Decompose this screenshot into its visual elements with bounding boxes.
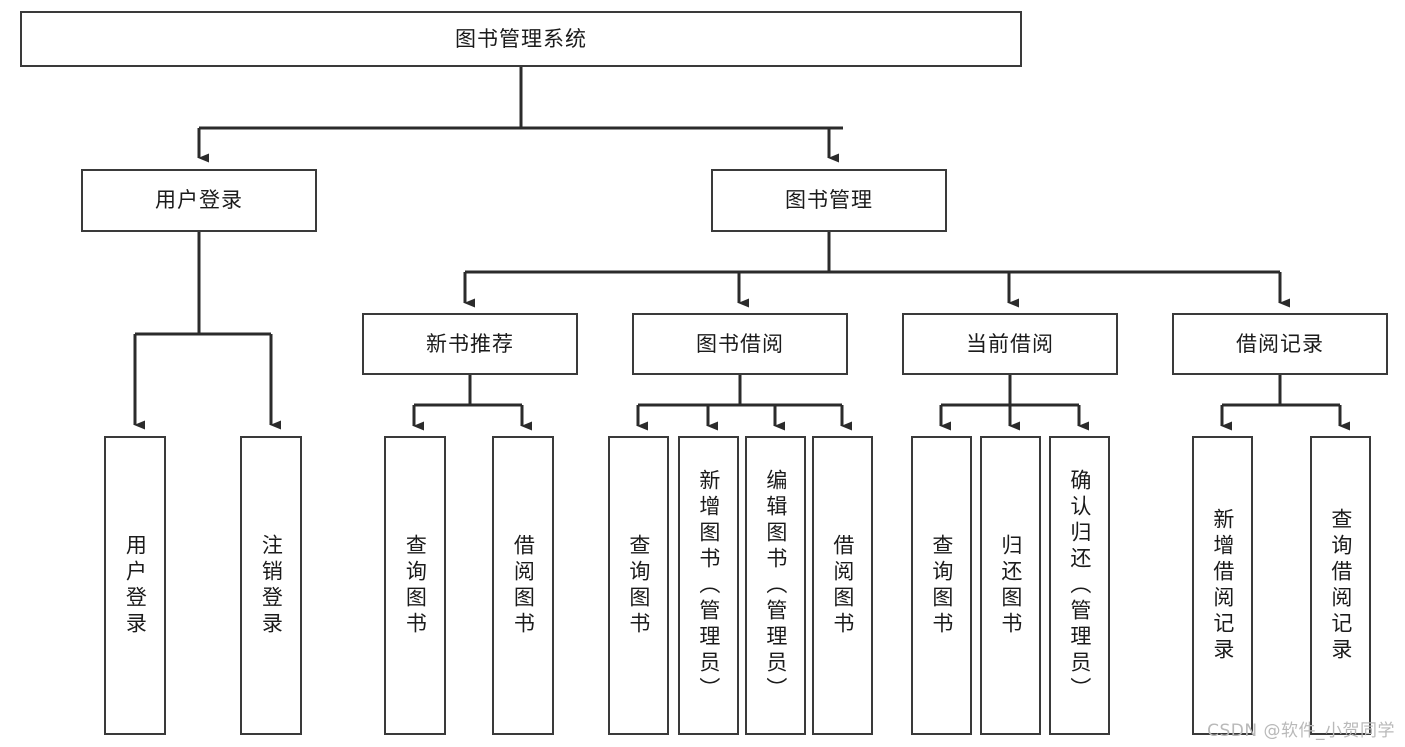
- node-user-login[interactable]: 用户登录: [81, 169, 317, 232]
- leaf-query-book-borrow[interactable]: 查询图书: [608, 436, 669, 735]
- node-label: 用户登录: [123, 533, 148, 638]
- node-label: 查询图书: [403, 533, 428, 638]
- node-label: 查询图书: [626, 533, 651, 638]
- node-label: 用户登录: [155, 188, 243, 213]
- leaf-edit-book-admin[interactable]: 编辑图书（管理员）: [745, 436, 806, 735]
- node-label: 图书管理系统: [455, 26, 587, 51]
- leaf-user-logout[interactable]: 注销登录: [240, 436, 302, 735]
- node-label: 注销登录: [259, 533, 284, 638]
- node-label: 查询借阅记录: [1328, 507, 1353, 664]
- node-root-system[interactable]: 图书管理系统: [20, 11, 1022, 67]
- node-label: 新增图书（管理员）: [696, 468, 721, 703]
- node-book-borrow[interactable]: 图书借阅: [632, 313, 848, 375]
- node-label: 当前借阅: [966, 331, 1054, 356]
- node-label: 新书推荐: [426, 331, 514, 356]
- watermark: CSDN @软件_小贺同学: [1207, 721, 1395, 741]
- node-new-book-recommend[interactable]: 新书推荐: [362, 313, 578, 375]
- leaf-borrow-book-recommend[interactable]: 借阅图书: [492, 436, 554, 735]
- node-label: 归还图书: [998, 533, 1023, 638]
- node-label: 借阅图书: [830, 533, 855, 638]
- node-label: 图书管理: [785, 188, 873, 213]
- node-label: 确认归还（管理员）: [1067, 468, 1092, 703]
- leaf-add-book-admin[interactable]: 新增图书（管理员）: [678, 436, 739, 735]
- leaf-query-borrow-record[interactable]: 查询借阅记录: [1310, 436, 1371, 735]
- leaf-user-login[interactable]: 用户登录: [104, 436, 166, 735]
- leaf-return-book[interactable]: 归还图书: [980, 436, 1041, 735]
- leaf-confirm-return-admin[interactable]: 确认归还（管理员）: [1049, 436, 1110, 735]
- leaf-query-book-current[interactable]: 查询图书: [911, 436, 972, 735]
- node-label: 查询图书: [929, 533, 954, 638]
- node-label: 借阅记录: [1236, 331, 1324, 356]
- node-label: 新增借阅记录: [1210, 507, 1235, 664]
- leaf-add-borrow-record[interactable]: 新增借阅记录: [1192, 436, 1253, 735]
- node-current-borrow[interactable]: 当前借阅: [902, 313, 1118, 375]
- node-borrow-record[interactable]: 借阅记录: [1172, 313, 1388, 375]
- node-label: 借阅图书: [511, 533, 536, 638]
- leaf-query-book-recommend[interactable]: 查询图书: [384, 436, 446, 735]
- node-book-management[interactable]: 图书管理: [711, 169, 947, 232]
- node-label: 编辑图书（管理员）: [763, 468, 788, 703]
- node-label: 图书借阅: [696, 331, 784, 356]
- leaf-borrow-book[interactable]: 借阅图书: [812, 436, 873, 735]
